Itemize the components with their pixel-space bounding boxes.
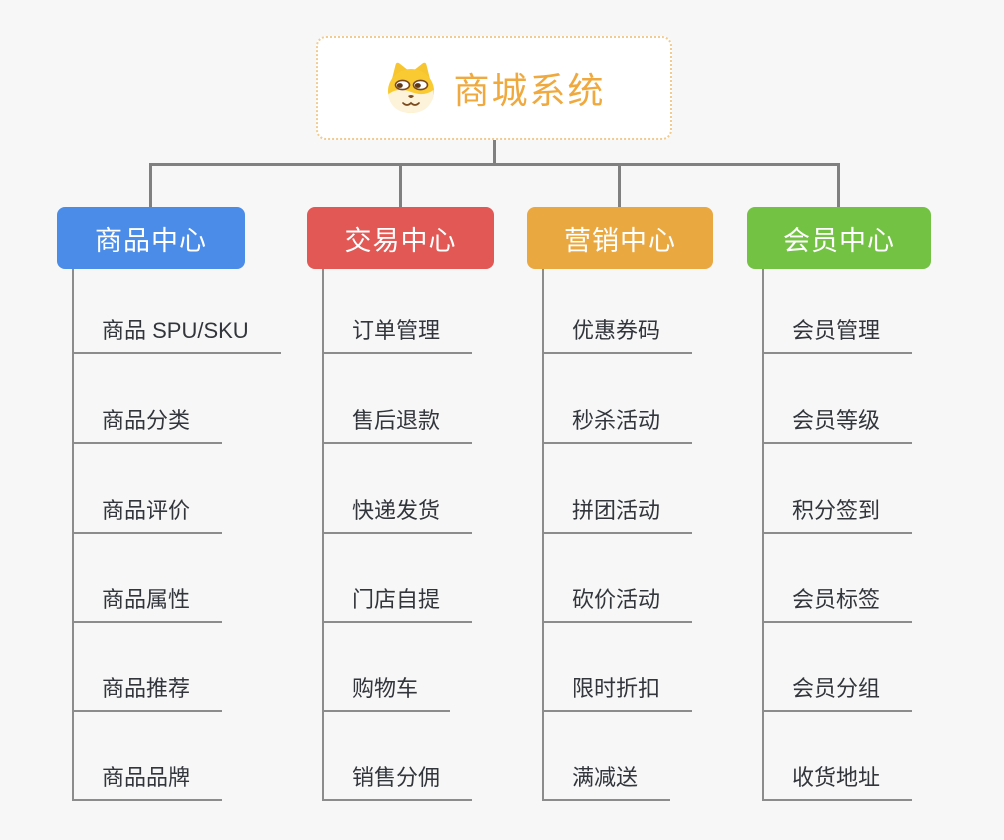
- connector-drop-trade: [399, 164, 402, 208]
- doge-icon: [382, 62, 440, 115]
- subtopic[interactable]: 售后退款: [322, 409, 473, 444]
- connector-branch-line: [762, 269, 764, 800]
- subtopic[interactable]: 会员等级: [762, 409, 913, 444]
- subtopic[interactable]: 积分签到: [762, 499, 913, 534]
- root-topic-label: 商城系统: [453, 70, 606, 111]
- subtopic[interactable]: 会员标签: [762, 588, 913, 623]
- subtopic[interactable]: 商品属性: [72, 588, 223, 623]
- subtopic[interactable]: 商品评价: [72, 499, 223, 534]
- subtopic[interactable]: 拼团活动: [542, 499, 693, 534]
- connector-root-stem: [493, 139, 496, 165]
- connector-drop-product: [149, 164, 152, 208]
- subtopic[interactable]: 满减送: [542, 766, 671, 801]
- branch-label: 会员中心: [783, 225, 895, 256]
- connector-branch-line: [72, 269, 74, 800]
- subtopic[interactable]: 销售分佣: [322, 766, 473, 801]
- connector-branch-line: [542, 269, 544, 800]
- subtopic[interactable]: 门店自提: [322, 588, 473, 623]
- connector-drop-marketing: [618, 164, 621, 208]
- branch-topic-member[interactable]: 会员中心: [747, 207, 931, 269]
- subtopic[interactable]: 会员分组: [762, 677, 913, 712]
- branch-topic-trade[interactable]: 交易中心: [307, 207, 494, 269]
- subtopic[interactable]: 收货地址: [762, 766, 913, 801]
- subtopic[interactable]: 订单管理: [322, 319, 473, 354]
- subtopic[interactable]: 秒杀活动: [542, 409, 693, 444]
- subtopic[interactable]: 限时折扣: [542, 677, 693, 712]
- connector-bus: [149, 163, 840, 166]
- subtopic[interactable]: 会员管理: [762, 319, 913, 354]
- branch-label: 营销中心: [564, 225, 676, 256]
- subtopic[interactable]: 商品 SPU/SKU: [72, 319, 281, 354]
- subtopic[interactable]: 商品品牌: [72, 766, 223, 801]
- branch-topic-marketing[interactable]: 营销中心: [527, 207, 713, 269]
- subtopic[interactable]: 商品分类: [72, 409, 223, 444]
- root-topic[interactable]: 商城系统: [316, 36, 672, 140]
- subtopic[interactable]: 优惠券码: [542, 319, 693, 354]
- subtopic[interactable]: 商品推荐: [72, 677, 223, 712]
- connector-branch-line: [322, 269, 324, 800]
- branch-topic-product[interactable]: 商品中心: [57, 207, 245, 269]
- subtopic[interactable]: 快递发货: [322, 499, 473, 534]
- branch-label: 交易中心: [344, 225, 457, 256]
- subtopic[interactable]: 砍价活动: [542, 588, 693, 623]
- branch-label: 商品中心: [95, 225, 207, 256]
- subtopic[interactable]: 购物车: [322, 677, 451, 712]
- connector-drop-member: [837, 164, 840, 208]
